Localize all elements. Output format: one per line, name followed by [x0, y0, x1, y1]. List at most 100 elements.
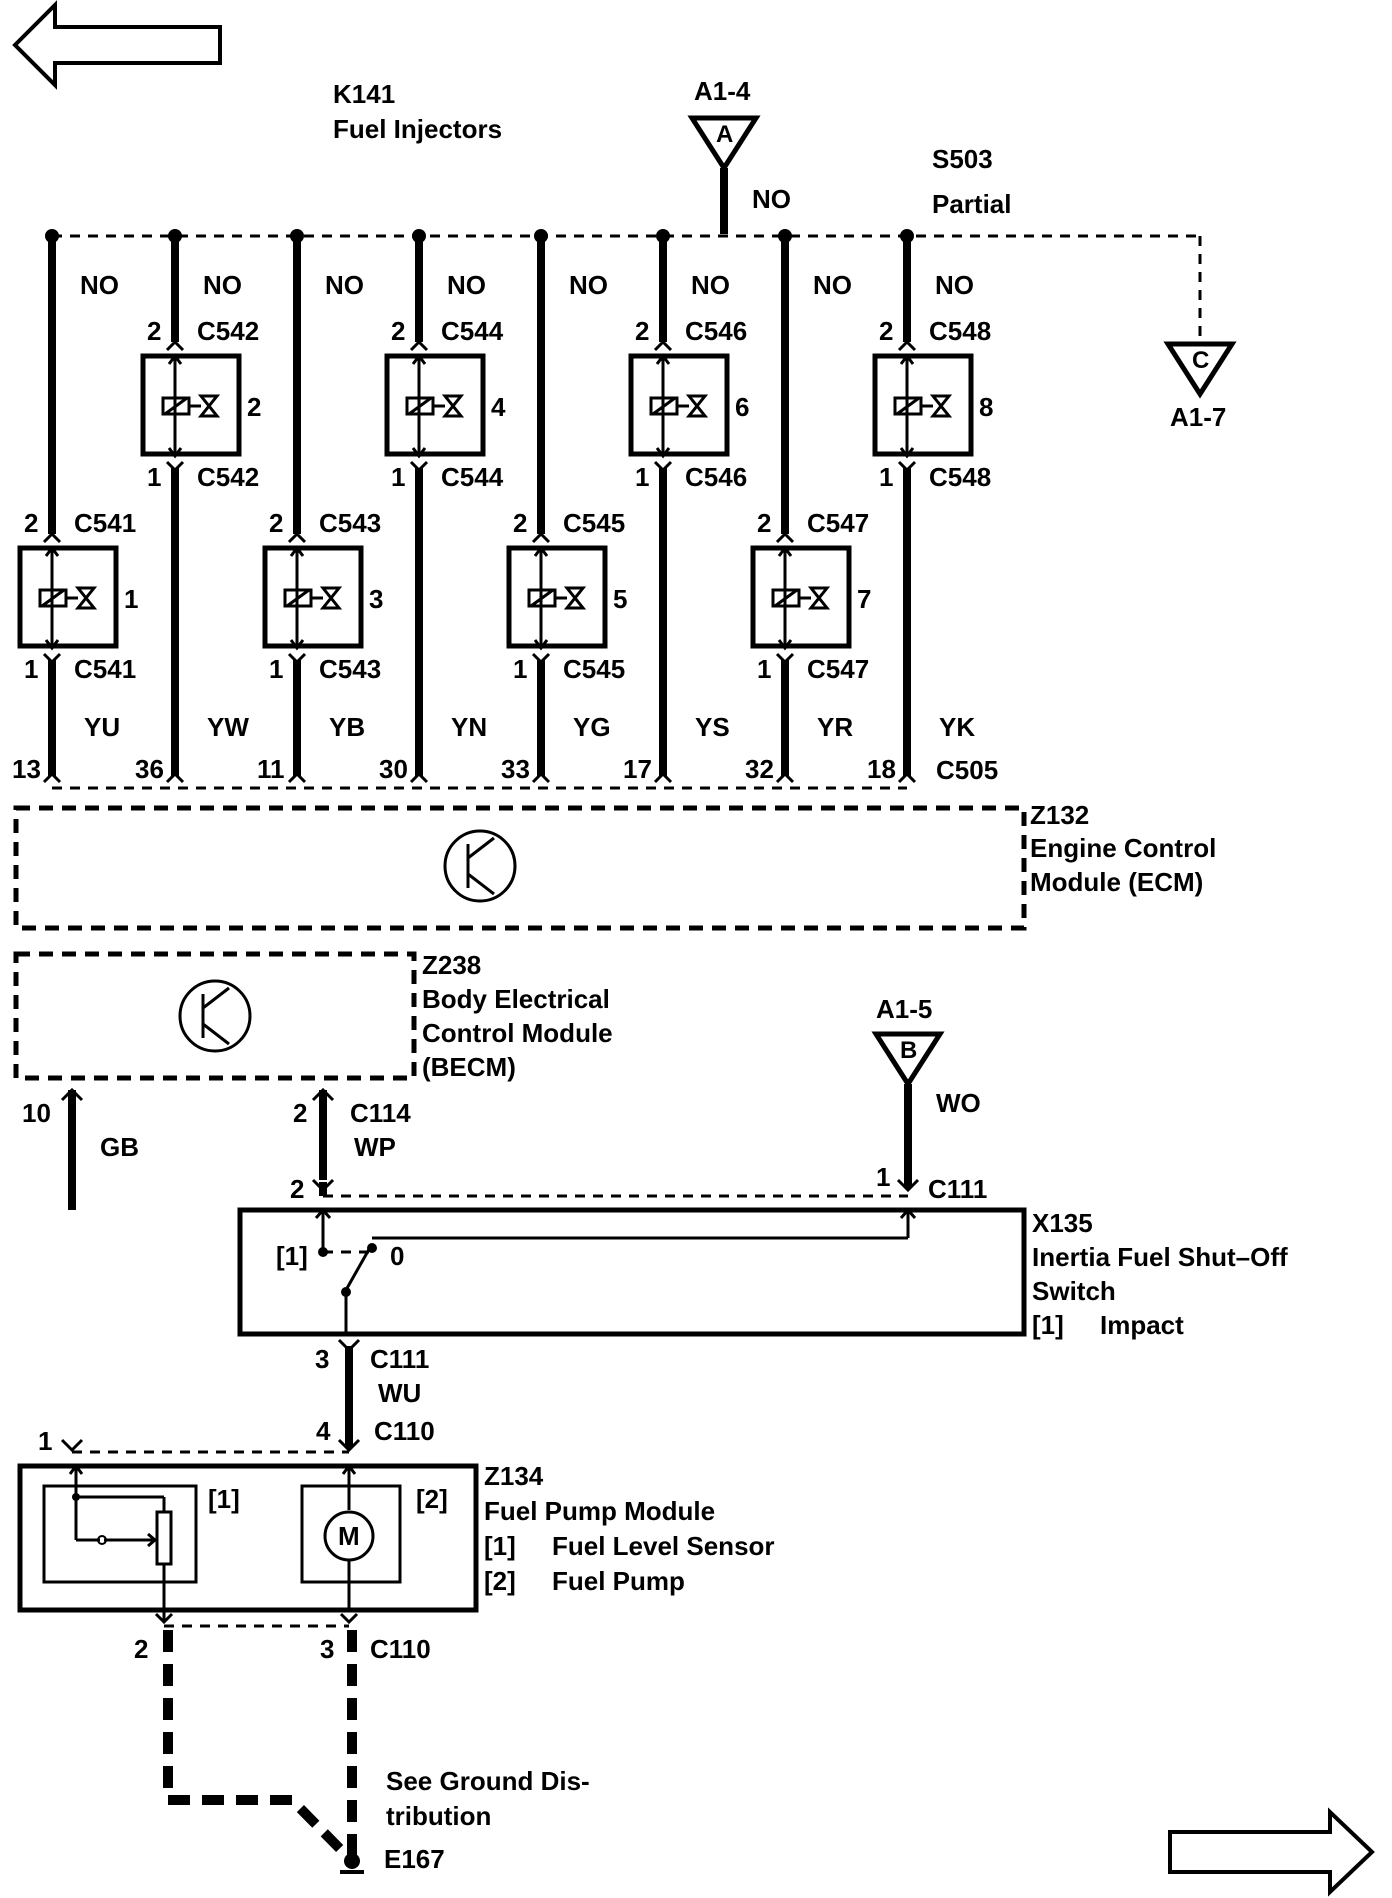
inertia-switch-name-line1: Inertia Fuel Shut–Off — [1032, 1242, 1288, 1272]
connector-a-ref: A1-4 — [694, 76, 751, 106]
ground-note-line2: tribution — [386, 1801, 491, 1831]
injector-bottom-pin: 1 — [147, 462, 161, 492]
inertia-legend-key: [1] — [1032, 1310, 1064, 1340]
ground-id: E167 — [384, 1844, 445, 1874]
injector-feed-wire-color: NO — [935, 270, 974, 300]
inertia-pin-right: 1 — [876, 1162, 890, 1192]
connector-c114: C114 — [350, 1098, 411, 1128]
injector-bottom-pin: 1 — [269, 654, 283, 684]
inertia-bottom-pin: 3 — [315, 1344, 329, 1374]
connector-b-ref: A1-5 — [876, 994, 932, 1024]
ecm-pin-number: 36 — [135, 754, 164, 784]
injector-top-pin: 2 — [269, 508, 283, 538]
injector-top-pin: 2 — [635, 316, 649, 346]
injector-solenoid-icon — [283, 545, 343, 651]
injector-top-connector: C545 — [563, 508, 625, 538]
injector-number: 3 — [369, 584, 383, 614]
ecm-id: Z132 — [1030, 800, 1089, 830]
injector-bottom-connector: C544 — [441, 462, 504, 492]
injector-feed-wire-color: NO — [691, 270, 730, 300]
splice-id: S503 — [932, 144, 993, 174]
inertia-switch-box — [237, 1207, 1027, 1337]
injector-bottom-connector: C542 — [197, 462, 259, 492]
injector-feed-wire-color: NO — [203, 270, 242, 300]
injector-top-pin: 2 — [513, 508, 527, 538]
pump-pin-gb: 1 — [38, 1426, 52, 1456]
becm-pin-gb: 10 — [22, 1098, 51, 1128]
fuel-injectors-title: Fuel Injectors — [333, 114, 502, 144]
wire-wu-color: WU — [378, 1378, 421, 1408]
connector-a-letter: A — [716, 121, 733, 148]
injector-feed-wire-color: NO — [813, 270, 852, 300]
injector-number: 2 — [247, 392, 261, 422]
ground-symbol-icon — [340, 1853, 364, 1874]
inertia-state-normal: 0 — [390, 1241, 404, 1271]
becm-name-line3: (BECM) — [422, 1052, 516, 1082]
injector-top-pin: 2 — [757, 508, 771, 538]
injector-bottom-connector: C545 — [563, 654, 625, 684]
injector-top-connector: C548 — [929, 316, 991, 346]
previous-page-arrow-icon[interactable] — [12, 0, 222, 90]
injector-solenoid-icon — [161, 353, 221, 459]
ecm-pin-number: 32 — [745, 754, 774, 784]
injector-feed-wire-color: NO — [325, 270, 364, 300]
injector-bottom-connector: C543 — [319, 654, 381, 684]
injector-signal-wire-color: YS — [695, 712, 730, 742]
injector-top-pin: 2 — [147, 316, 161, 346]
legend-pump-key: [2] — [484, 1566, 516, 1596]
injector-feed-wire-color: NO — [80, 270, 119, 300]
inertia-bottom-connector: C111 — [370, 1344, 429, 1374]
injector-signal-wire-color: YU — [84, 712, 120, 742]
connector-c-ref: A1-7 — [1170, 402, 1226, 432]
ground-pin-right: 3 — [320, 1634, 334, 1664]
connector-c-letter: C — [1192, 347, 1209, 374]
inertia-switch-name-line2: Switch — [1032, 1276, 1116, 1306]
becm-name-line2: Control Module — [422, 1018, 613, 1048]
injector-number: 5 — [613, 584, 627, 614]
wire-wp-color: WP — [354, 1132, 396, 1162]
injector-top-connector: C543 — [319, 508, 381, 538]
fuel-level-sensor-icon — [42, 1463, 198, 1610]
injector-signal-wire-color: YB — [329, 712, 365, 742]
injector-bottom-connector: C548 — [929, 462, 991, 492]
legend-sensor-key: [1] — [484, 1531, 516, 1561]
inertia-state-impact: [1] — [276, 1241, 308, 1271]
injector-bottom-pin: 1 — [24, 654, 38, 684]
injector-bottom-connector: C547 — [807, 654, 869, 684]
fuel-injectors-id: K141 — [333, 79, 395, 109]
connector-b-letter: B — [900, 1037, 917, 1064]
connector-c-triangle-icon — [1163, 341, 1237, 399]
ecm-name-line2: Module (ECM) — [1030, 867, 1203, 897]
ground-wire-left — [163, 1630, 353, 1862]
feed-wire-a-color: NO — [752, 184, 791, 214]
injector-top-connector: C541 — [74, 508, 136, 538]
injector-bottom-connector: C541 — [74, 654, 136, 684]
injector-signal-wire-color: YW — [207, 712, 249, 742]
ecm-pin-number: 13 — [12, 754, 41, 784]
becm-pin-wp: 2 — [293, 1098, 307, 1128]
ecm-connector: C505 — [936, 755, 998, 785]
becm-box — [13, 951, 417, 1081]
fuel-pump-module-title: Fuel Pump Module — [484, 1496, 715, 1526]
injector-top-connector: C546 — [685, 316, 747, 346]
injector-feed-wire-color: NO — [447, 270, 486, 300]
ecm-transistor-icon — [443, 829, 517, 903]
ecm-pin-number: 33 — [501, 754, 530, 784]
injector-top-connector: C547 — [807, 508, 869, 538]
ecm-pin-number: 17 — [623, 754, 652, 784]
becm-transistor-icon — [178, 979, 252, 1053]
injector-number: 1 — [124, 584, 138, 614]
injector-top-pin: 2 — [24, 508, 38, 538]
next-page-arrow-icon[interactable] — [1168, 1807, 1375, 1897]
wire-gb-color: GB — [100, 1132, 139, 1162]
inertia-pin-left: 2 — [290, 1174, 304, 1204]
c111-connector: C111 — [928, 1174, 987, 1204]
